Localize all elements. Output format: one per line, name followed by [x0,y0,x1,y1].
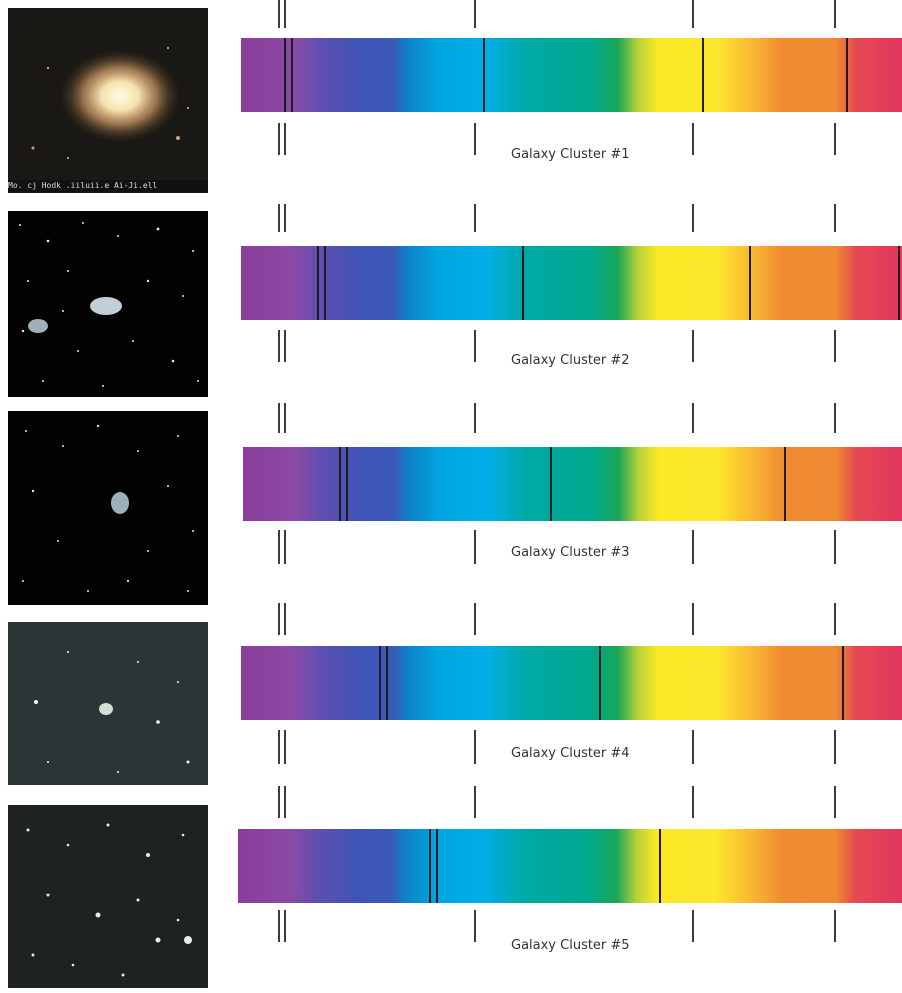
reference-tick-5-bottom-4 [692,910,694,942]
cluster-2-label: Galaxy Cluster #2 [511,353,630,368]
absorption-line-2-5 [898,246,900,320]
reference-tick-5-top-5 [834,786,836,818]
spectrum-3 [243,447,902,521]
reference-tick-4-bottom-1 [278,730,280,764]
absorption-line-5-2 [436,829,438,903]
reference-tick-1-bottom-2 [284,123,286,155]
reference-tick-2-bottom-4 [692,330,694,362]
reference-tick-4-top-4 [692,603,694,635]
reference-tick-4-top-2 [284,603,286,635]
reference-tick-5-top-3 [474,786,476,818]
reference-tick-1-top-5 [834,0,836,28]
cluster-5-label: Galaxy Cluster #5 [511,938,630,953]
galaxy-photo-3 [8,411,208,605]
absorption-line-4-1 [379,646,381,720]
reference-tick-4-bottom-4 [692,730,694,764]
absorption-line-3-3 [550,447,552,521]
spectrum-2 [241,246,902,320]
absorption-line-5-1 [429,829,431,903]
photo-1-caption: Mo. cj Hodk .iiluii.e Ai-Ji.ell [8,180,208,192]
absorption-line-4-3 [599,646,601,720]
absorption-line-1-3 [483,38,485,112]
reference-tick-2-top-3 [474,204,476,232]
reference-tick-2-top-5 [834,204,836,232]
reference-tick-4-bottom-3 [474,730,476,764]
reference-tick-4-bottom-5 [834,730,836,764]
reference-tick-3-top-5 [834,403,836,433]
galaxy-photo-5 [8,805,208,988]
reference-tick-4-bottom-2 [284,730,286,764]
absorption-line-3-4 [784,447,786,521]
galaxy-photo-1 [8,8,208,193]
cluster-1-label: Galaxy Cluster #1 [511,147,630,162]
reference-tick-3-top-2 [284,403,286,433]
galaxy-photo-4 [8,622,208,785]
reference-tick-4-top-5 [834,603,836,635]
reference-tick-2-bottom-2 [284,330,286,362]
reference-tick-3-bottom-1 [278,530,280,564]
reference-tick-3-bottom-5 [834,530,836,564]
spectrum-4 [241,646,902,720]
cluster-3-label: Galaxy Cluster #3 [511,545,630,560]
reference-tick-2-top-2 [284,204,286,232]
reference-tick-3-top-1 [278,403,280,433]
spectrum-5 [238,829,902,903]
reference-tick-5-bottom-5 [834,910,836,942]
absorption-line-5-3 [659,829,661,903]
reference-tick-5-top-4 [692,786,694,818]
absorption-line-4-4 [842,646,844,720]
reference-tick-2-top-4 [692,204,694,232]
absorption-line-2-3 [522,246,524,320]
reference-tick-5-bottom-2 [284,910,286,942]
absorption-line-4-2 [386,646,388,720]
reference-tick-3-bottom-4 [692,530,694,564]
reference-tick-2-bottom-1 [278,330,280,362]
reference-tick-2-bottom-3 [474,330,476,362]
reference-tick-5-top-1 [278,786,280,818]
reference-tick-4-top-1 [278,603,280,635]
galaxy-photo-2 [8,211,208,397]
absorption-line-1-1 [284,38,286,112]
reference-tick-5-top-2 [284,786,286,818]
reference-tick-1-top-1 [278,0,280,28]
absorption-line-3-1 [339,447,341,521]
reference-tick-1-bottom-4 [692,123,694,155]
cluster-4-label: Galaxy Cluster #4 [511,746,630,761]
reference-tick-1-top-3 [474,0,476,28]
reference-tick-5-bottom-1 [278,910,280,942]
absorption-line-1-2 [291,38,293,112]
absorption-line-2-1 [317,246,319,320]
reference-tick-3-top-4 [692,403,694,433]
absorption-line-2-4 [749,246,751,320]
absorption-line-1-4 [702,38,704,112]
reference-tick-2-top-1 [278,204,280,232]
reference-tick-4-top-3 [474,603,476,635]
reference-tick-1-top-2 [284,0,286,28]
reference-tick-5-bottom-3 [474,910,476,942]
reference-tick-2-bottom-5 [834,330,836,362]
reference-tick-1-bottom-3 [474,123,476,155]
reference-tick-1-top-4 [692,0,694,28]
reference-tick-1-bottom-5 [834,123,836,155]
reference-tick-3-bottom-2 [284,530,286,564]
reference-tick-3-bottom-3 [474,530,476,564]
reference-tick-1-bottom-1 [278,123,280,155]
absorption-line-1-5 [846,38,848,112]
reference-tick-3-top-3 [474,403,476,433]
spectrum-1 [241,38,902,112]
absorption-line-3-2 [346,447,348,521]
absorption-line-2-2 [324,246,326,320]
